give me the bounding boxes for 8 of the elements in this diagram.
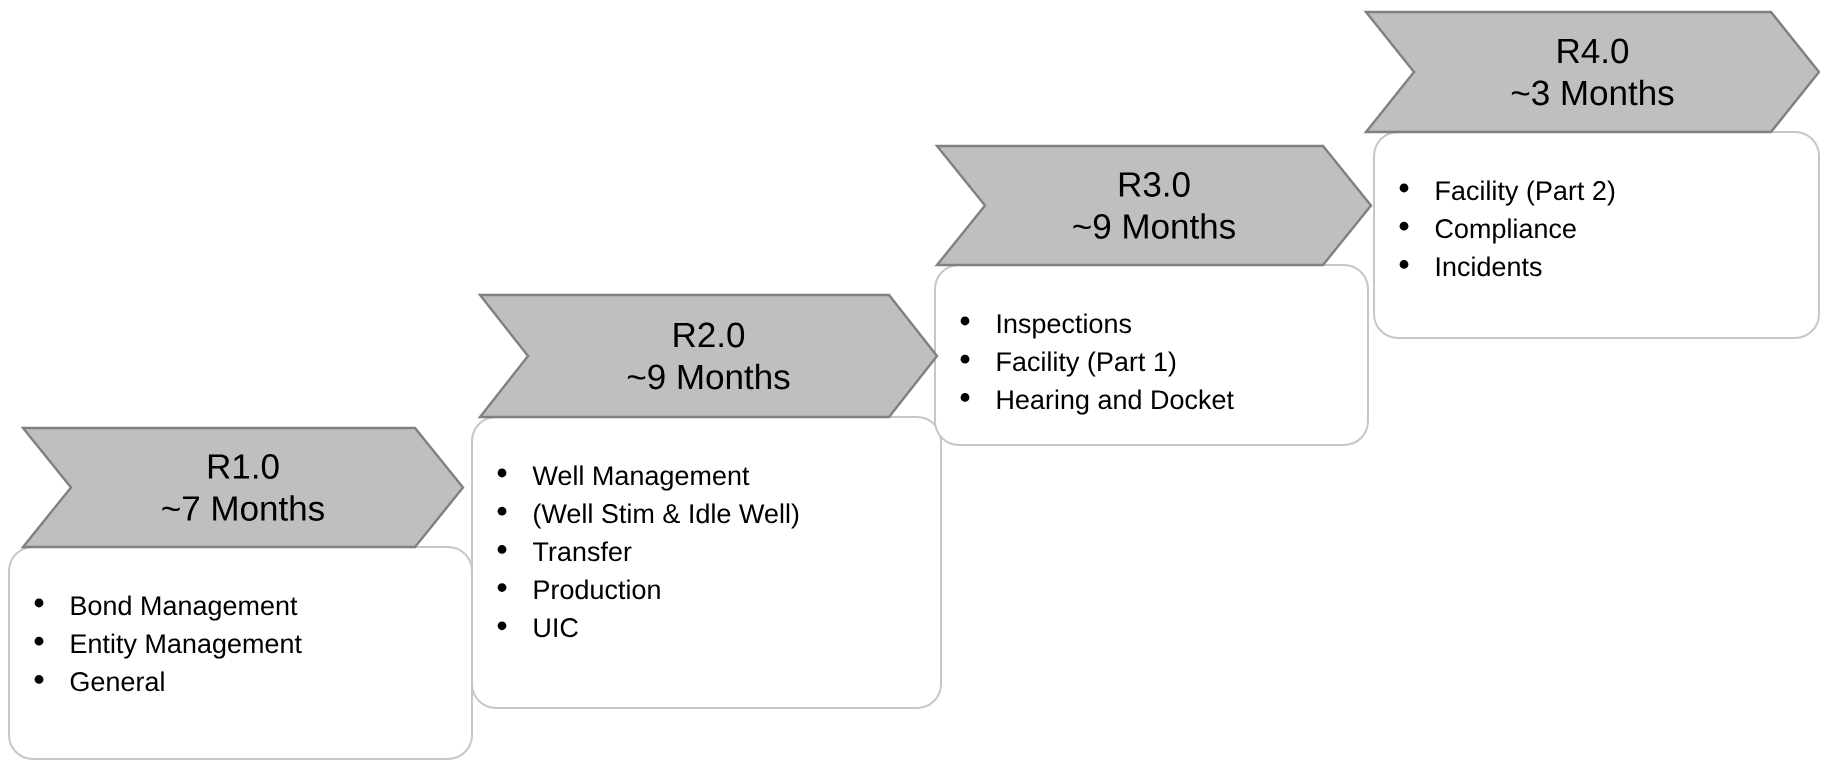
list-box: Facility (Part 2) Compliance Incidents xyxy=(1373,131,1820,339)
list-box: Bond Management Entity Management General xyxy=(8,546,473,760)
list-box: Inspections Facility (Part 1) Hearing and Docket xyxy=(934,264,1369,446)
release-banner: R2.0 ~9 Months xyxy=(477,293,939,419)
list-box: Well Management (Well Stim & Idle Well) Transfer Production UIC xyxy=(471,416,942,709)
release-banner: R3.0 ~9 Months xyxy=(934,144,1373,267)
release-banner: R1.0 ~7 Months xyxy=(20,426,465,549)
release-banner: R4.0 ~3 Months xyxy=(1363,10,1821,134)
